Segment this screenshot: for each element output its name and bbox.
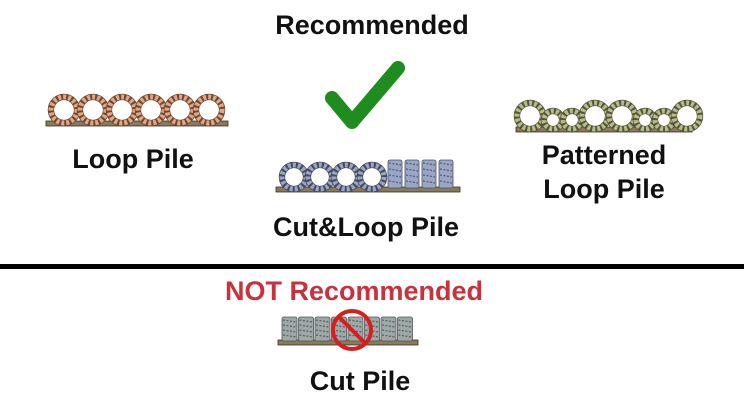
cut-tuft <box>397 316 413 342</box>
prohibition-icon <box>328 306 376 354</box>
loop-tuft <box>356 161 388 193</box>
cut-pile-label: Cut Pile <box>309 366 411 396</box>
loop-tuft <box>670 99 704 133</box>
loop-tuft <box>163 93 197 127</box>
loop-tuft <box>134 93 168 127</box>
cut-and-loop-pile-illustration <box>275 150 461 196</box>
loop-tuft <box>632 107 658 133</box>
cut-tuft <box>314 316 331 342</box>
patterned-loop-pile-label-line-2: Loop Pile <box>543 174 665 204</box>
loop-tuft <box>605 99 639 133</box>
patterned-loop-pile-label-line-1: Patterned <box>541 140 667 170</box>
loop-tuft <box>76 93 110 127</box>
carpet-backing <box>45 120 229 127</box>
loop-tuft <box>105 93 139 127</box>
patterned-loop-pile-illustration <box>513 90 704 136</box>
loop-tuft <box>304 161 336 193</box>
section-divider <box>0 264 744 269</box>
loop-tuft <box>47 93 81 127</box>
recommended-heading: Recommended <box>275 10 469 40</box>
loop-tuft <box>192 93 226 127</box>
loop-tuft <box>540 107 566 133</box>
loop-pile-label: Loop Pile <box>72 144 194 174</box>
checkmark-icon <box>318 58 408 136</box>
loop-tuft <box>651 107 677 133</box>
cut-and-loop-pile-label: Cut&Loop Pile <box>273 212 459 242</box>
cut-tuft <box>404 159 420 189</box>
loop-tuft <box>513 99 547 133</box>
cut-tuft <box>281 316 298 342</box>
loop-pile-illustration <box>45 84 229 130</box>
cut-tuft <box>380 316 397 342</box>
loop-tuft <box>559 107 585 133</box>
cut-tuft <box>387 159 403 189</box>
loop-tuft <box>330 161 362 193</box>
cut-tuft <box>421 159 437 189</box>
cut-tuft <box>438 159 454 189</box>
loop-tuft <box>578 99 612 133</box>
checkmark-stroke <box>325 61 405 129</box>
not-recommended-heading: NOT Recommended <box>224 276 484 306</box>
patterned-loop-pile-label: Patterned Loop Pile <box>512 138 696 206</box>
loop-tuft <box>278 161 310 193</box>
cut-tuft <box>298 316 314 342</box>
